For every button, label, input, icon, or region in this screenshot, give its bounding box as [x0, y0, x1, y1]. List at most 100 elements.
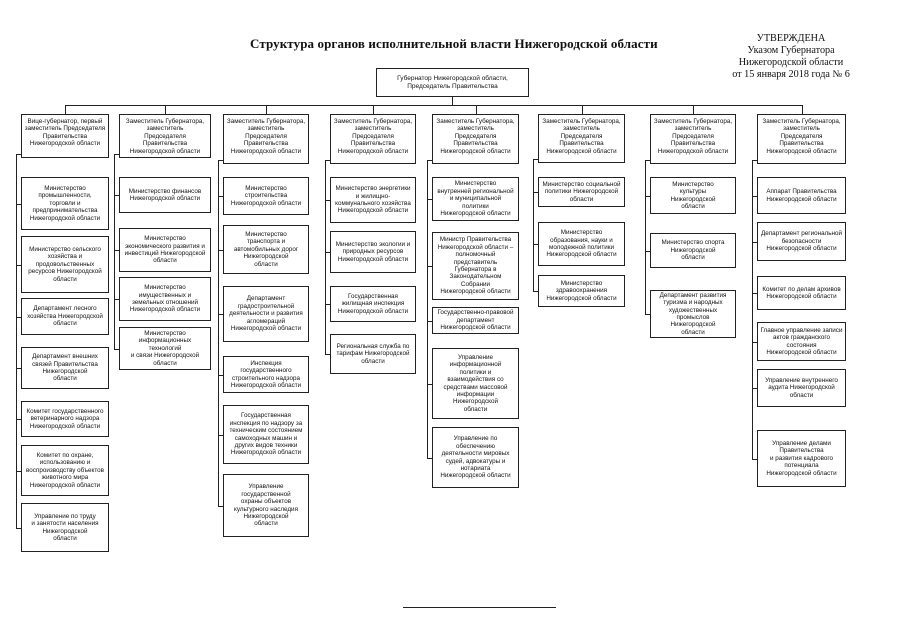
head-spine-tick	[645, 160, 650, 161]
department-label: Департамент развития туризма и народных …	[659, 291, 727, 336]
department-label: Министерство образования, науки и молоде…	[546, 229, 617, 259]
department-label: Министерство энергетики и жилищно- комму…	[335, 185, 411, 215]
department-label: Министерство спорта Нижегородской област…	[661, 239, 725, 262]
deputy-head-box: Заместитель Губернатора, заместитель Пре…	[650, 114, 736, 164]
unit-connector	[427, 321, 432, 322]
deputy-head-label: Заместитель Губернатора, заместитель Пре…	[436, 118, 515, 155]
department-label: Департамент лесного хозяйства Нижегородс…	[27, 305, 103, 328]
department-label: Министерство финансов Нижегородской обла…	[128, 187, 202, 202]
department-box: Министерство энергетики и жилищно- комму…	[330, 177, 416, 223]
head-connector	[65, 105, 66, 114]
department-box: Управление внутреннего аудита Нижегородс…	[757, 369, 846, 407]
department-box: Управление делами Правительства и развит…	[757, 430, 846, 487]
approval-line-2: Указом Губернатора	[747, 45, 835, 56]
governor-box: Губернатор Нижегородской области, Предсе…	[376, 68, 529, 97]
unit-connector	[218, 506, 223, 507]
unit-connector	[218, 250, 223, 251]
deputy-head-label: Заместитель Губернатора, заместитель Пре…	[333, 118, 413, 155]
unit-connector	[533, 192, 538, 193]
department-box: Региональная служба по тарифам Нижегород…	[330, 334, 416, 374]
head-connector	[693, 105, 694, 114]
deputy-head-label: Заместитель Губернатора, заместитель Пре…	[226, 118, 306, 155]
approval-line-4: от 15 января 2018 года № 6	[732, 69, 850, 80]
column-spine	[114, 154, 115, 349]
unit-connector	[645, 251, 650, 252]
deputy-head-box: Вице-губернатор, первый заместитель Пред…	[21, 114, 109, 158]
unit-connector	[218, 196, 223, 197]
head-connector	[802, 105, 803, 114]
department-box: Министерство культуры Нижегородской обла…	[650, 177, 736, 214]
department-label: Министерство строительства Нижегородской…	[230, 184, 302, 207]
department-label: Департамент региональной безопасности Ни…	[760, 230, 843, 253]
head-connector	[373, 105, 374, 114]
department-box: Министерство экологии и природных ресурс…	[330, 231, 416, 273]
department-label: Управление по труду и занятости населени…	[31, 512, 99, 542]
deputy-head-box: Заместитель Губернатора, заместитель Пре…	[223, 114, 309, 164]
head-spine-tick	[752, 160, 757, 161]
department-label: Министерство культуры Нижегородской обла…	[670, 180, 716, 210]
deputy-head-label: Заместитель Губернатора, заместитель Пре…	[125, 118, 205, 155]
department-label: Министерство информационных технологий и…	[130, 329, 200, 367]
department-box: Департамент лесного хозяйства Нижегородс…	[21, 298, 109, 335]
unit-connector	[752, 459, 757, 460]
unit-connector	[645, 314, 650, 315]
department-label: Министерство здравоохранения Нижегородск…	[546, 279, 617, 302]
department-label: Министерство транспорта и автомобильных …	[233, 230, 299, 268]
unit-connector	[218, 314, 223, 315]
department-box: Министерство строительства Нижегородской…	[223, 177, 309, 215]
unit-connector	[533, 244, 538, 245]
department-box: Министерство здравоохранения Нижегородск…	[538, 275, 625, 307]
unit-connector	[645, 196, 650, 197]
head-spine-tick	[218, 160, 223, 161]
head-spine-tick	[533, 159, 538, 160]
department-box: Государственная жилищная инспекция Нижег…	[330, 286, 416, 322]
department-label: Министр Правительства Нижегородской обла…	[437, 236, 514, 296]
column-spine	[218, 160, 219, 506]
head-spine-tick	[16, 154, 21, 155]
department-box: Министерство сельского хозяйства и продо…	[21, 236, 109, 293]
department-label: Управление делами Правительства и развит…	[766, 439, 837, 477]
department-box: Министерство имущественных и земельных о…	[119, 277, 211, 321]
department-box: Министерство промышленности, торговли и …	[21, 177, 109, 230]
column-spine	[427, 160, 428, 458]
unit-connector	[16, 528, 21, 529]
department-box: Аппарат Правительства Нижегородской обла…	[757, 177, 846, 214]
head-connector	[266, 105, 267, 114]
department-box: Комитет по делам архивов Нижегородской о…	[757, 276, 846, 310]
unit-connector	[16, 419, 21, 420]
department-label: Управление внутреннего аудита Нижегородс…	[765, 376, 838, 399]
department-box: Министерство спорта Нижегородской област…	[650, 233, 736, 268]
head-spine-tick	[427, 160, 432, 161]
department-box: Департамент градостроительной деятельнос…	[223, 286, 309, 342]
department-label: Департамент внешних связей Правительства…	[32, 353, 98, 383]
deputy-head-label: Заместитель Губернатора, заместитель Пре…	[653, 118, 733, 155]
department-label: Государственно-правовой департамент Ниже…	[437, 309, 514, 332]
department-label: Министерство имущественных и земельных о…	[129, 284, 201, 314]
unit-connector	[325, 252, 330, 253]
department-label: Государственная жилищная инспекция Нижег…	[337, 292, 409, 315]
department-box: Управление по обеспечению деятельности м…	[432, 427, 519, 488]
deputy-head-box: Заместитель Губернатора, заместитель Пре…	[538, 114, 625, 163]
department-label: Управление государственной охраны объект…	[234, 483, 298, 528]
department-box: Департамент внешних связей Правительства…	[21, 347, 109, 389]
signature-line	[403, 607, 556, 608]
unit-connector	[533, 291, 538, 292]
deputy-head-box: Заместитель Губернатора, заместитель Пре…	[119, 114, 211, 158]
department-box: Министерство социальной политики Нижегор…	[538, 177, 625, 207]
chart-title: Структура органов исполнительной власти …	[250, 36, 658, 51]
department-box: Управление по труду и занятости населени…	[21, 503, 109, 552]
top-bus	[65, 105, 802, 106]
unit-connector	[325, 354, 330, 355]
approval-line-1: УТВЕРЖДЕНА	[756, 33, 826, 44]
department-box: Инспекция государственного строительного…	[223, 356, 309, 393]
department-box: Комитет по охране, использованию и воспр…	[21, 445, 109, 496]
department-box: Министерство транспорта и автомобильных …	[223, 225, 309, 274]
department-box: Министерство финансов Нижегородской обла…	[119, 177, 211, 213]
unit-connector	[325, 304, 330, 305]
governor-label: Губернатор Нижегородской области, Предсе…	[397, 75, 508, 90]
department-box: Комитет государственного ветеринарного н…	[21, 401, 109, 437]
unit-connector	[16, 204, 21, 205]
department-label: Аппарат Правительства Нижегородской обла…	[766, 188, 837, 203]
unit-connector	[427, 266, 432, 267]
department-label: Главное управление записи актов гражданс…	[760, 326, 843, 356]
